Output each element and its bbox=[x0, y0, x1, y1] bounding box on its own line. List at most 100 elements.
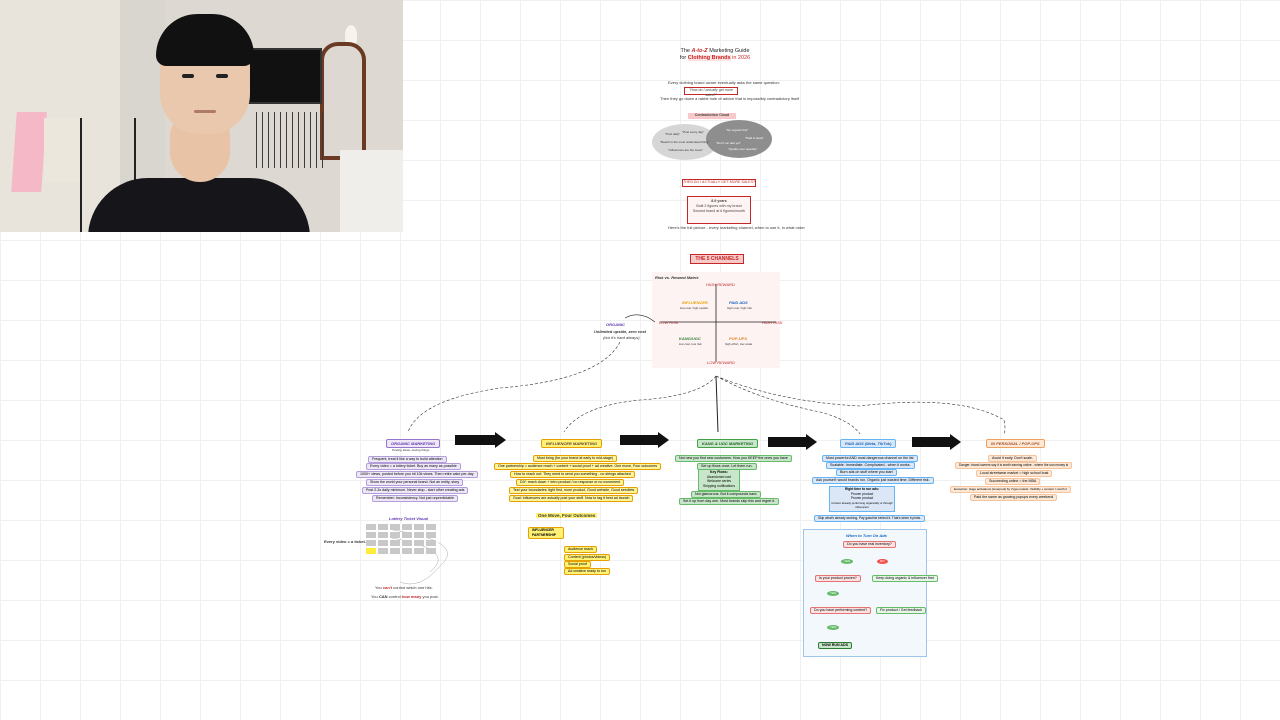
popup-item: Avoid it early. Don't scale. bbox=[988, 455, 1037, 462]
so-what-box: THEN DO I ACTUALLY GET MORE SALES? bbox=[682, 179, 756, 187]
influencer-item: DIY: reach down + intro product / no res… bbox=[516, 479, 625, 486]
organic-callout-note: (but it's hard always) bbox=[603, 335, 640, 340]
paid-right-time-title: Right time to run ads: bbox=[844, 487, 880, 491]
matrix-kang: KANG/UGC bbox=[679, 336, 701, 341]
flow-yes: YES bbox=[841, 559, 854, 564]
webcam-video bbox=[0, 0, 403, 232]
matrix-left-label: LOW RISK bbox=[659, 320, 679, 325]
metal-shelf bbox=[80, 118, 136, 232]
cloud-quote: "No organic first" bbox=[726, 128, 749, 132]
kang-key-flows-title: Key Flows: bbox=[710, 470, 728, 474]
popup-item: Exception: Huge activations (Liverpool) … bbox=[950, 486, 1071, 493]
cloud-quote: "Paid is dead" bbox=[745, 136, 764, 140]
cloud-quote: "Reach is the most underrated thing" bbox=[660, 140, 709, 144]
lottery-title: Lottery Ticket Visual bbox=[389, 516, 428, 521]
mirror-frame bbox=[320, 42, 366, 160]
flow-no-branch2: Fix product / Get feedback bbox=[876, 607, 927, 614]
kang-flow: Welcome series bbox=[706, 479, 732, 483]
matrix-bottom-label: LOW REWARD bbox=[707, 360, 735, 365]
phase-organic[interactable]: ORGANIC MARKETING bbox=[386, 439, 441, 448]
cloud-quote: "Don't run ads yet" bbox=[716, 141, 741, 145]
flow-no-branch1: Keep doing organic & influencer first bbox=[872, 575, 938, 582]
organic-item: Frequent, treat it like a way to build a… bbox=[368, 456, 447, 463]
outcomes-title: One Move, Four Outcomes bbox=[536, 513, 598, 518]
bed bbox=[340, 150, 403, 232]
organic-callout: ORGANIC bbox=[606, 322, 625, 327]
influencer-item: Test your boundaries: tight first, more … bbox=[509, 487, 639, 494]
flow-q2: Is your product proven? bbox=[815, 575, 861, 582]
paid-right-time: Right time to run ads: Proven product Pr… bbox=[829, 486, 895, 512]
matrix-influencer: INFLUENCER bbox=[682, 300, 708, 305]
kang-flow: Shipping notifications bbox=[702, 483, 736, 488]
credential-line: Second brand at 6 figures/month bbox=[692, 209, 746, 213]
person-torso bbox=[88, 178, 310, 232]
lamp-icon bbox=[345, 25, 357, 45]
influencer-item: How to reach out: They need to send you … bbox=[510, 471, 635, 478]
paid-item: Most powerful AND most dangerous channel… bbox=[822, 455, 918, 462]
pink-bag bbox=[11, 112, 47, 192]
organic-item: Post 2-3x daily minimum. Never stop - st… bbox=[362, 487, 469, 494]
credential-line: Built 2 figures with my brand bbox=[696, 204, 742, 208]
person-eye bbox=[182, 74, 194, 78]
ads-flowchart bbox=[803, 529, 927, 657]
popup-item: Succeeding online = the MBA bbox=[985, 478, 1041, 485]
pet-pen bbox=[256, 112, 326, 168]
followup-text: Then they go down a rabbit hole of advic… bbox=[660, 96, 800, 101]
matrix-popups: POP-UPS bbox=[729, 336, 748, 341]
flow-q1: Do you have real inventory? bbox=[843, 541, 896, 548]
influencer-item: Must bring (for your brand at early to m… bbox=[533, 455, 618, 462]
flow-yes: YES bbox=[827, 591, 840, 596]
person-mouth bbox=[194, 110, 216, 113]
phase-paid[interactable]: PAID ADS (Meta, TikTok) bbox=[840, 439, 897, 448]
matrix-popups-sub: high effort, low scale bbox=[725, 342, 753, 346]
credentials-box: 8-9 years Built 2 figures with my brand … bbox=[687, 196, 751, 224]
popup-item: Paid the same as growing popups every we… bbox=[970, 494, 1058, 501]
person-hair bbox=[156, 14, 254, 66]
flowchart-title: When to Turn On Ads bbox=[846, 533, 887, 538]
organic-item: Remember: Inconsistency. Not just unpred… bbox=[372, 495, 459, 502]
matrix-kang-sub: low cost, low risk bbox=[679, 342, 702, 346]
flow-yes: YES bbox=[827, 625, 840, 630]
popup-item: Local streetwear market = high school bu… bbox=[976, 470, 1053, 477]
organic-callout-sub: Unlimited upside, zero cost bbox=[594, 329, 647, 334]
paid-condition: Proven product bbox=[850, 491, 874, 496]
outcome-item: Content (photos/videos) bbox=[564, 554, 611, 561]
kang-item: Not glamorous. But it compounds hard. bbox=[691, 491, 762, 498]
shopping-bag bbox=[44, 118, 80, 182]
matrix-influencer-sub: low-cost, high upside bbox=[680, 306, 709, 310]
paid-item: Burn ads on stuff where you start bbox=[836, 469, 897, 476]
credential-line: 8-9 years bbox=[711, 199, 727, 203]
matrix-paid-sub: high cost, high risk bbox=[727, 306, 752, 310]
paid-item: Skip what's already working. Pay gasolin… bbox=[814, 515, 926, 522]
organic-item: Show the world your personal brand. Not … bbox=[366, 479, 464, 486]
matrix-paid: PAID ADS bbox=[729, 300, 748, 305]
intro-text: Every clothing brand owner eventually as… bbox=[668, 80, 780, 85]
outcome-item: Audience reach bbox=[564, 546, 597, 553]
organic-item: 1000+ views, posted before you hit 10k v… bbox=[356, 471, 478, 478]
cloud-quote: "Influencers are the move" bbox=[668, 148, 704, 152]
outcome-item: Ad creative ready to run bbox=[564, 568, 611, 575]
flow-go: NOW RUN ADS bbox=[818, 642, 853, 649]
flow-no: NO bbox=[877, 559, 888, 564]
cloud-quote: "Post daily" bbox=[665, 132, 681, 136]
phase-influencer[interactable]: INFLUENCER MARKETING bbox=[541, 439, 603, 448]
kang-item: Not new you find new customers. How you … bbox=[675, 455, 792, 462]
cloud-quote: "Post every day" bbox=[682, 130, 704, 134]
lottery-can: You CAN control how many you post. bbox=[371, 594, 439, 599]
popup-item: Danger: brand owners say it is worth ear… bbox=[955, 462, 1073, 469]
phase-popups[interactable]: IN PERSONAL / POP-UPS bbox=[986, 439, 1045, 448]
phase-kang[interactable]: KANG & UGC MARKETING bbox=[697, 439, 759, 448]
cloud-quote: "Quality over quantity" bbox=[728, 147, 758, 151]
kang-key-flows: Key Flows: Abandoned cart Welcome series… bbox=[698, 469, 740, 491]
influencer-item: One partnership = audience reach + conte… bbox=[494, 463, 662, 470]
lottery-cant: You can't control which one hits. bbox=[375, 585, 433, 590]
outcome-item: Social proof bbox=[564, 561, 591, 568]
matrix-title: Risk vs. Reward Matrix bbox=[655, 275, 699, 280]
contradiction-cloud-right bbox=[706, 120, 772, 158]
question-box: "How do I actually get more sales?" bbox=[684, 87, 738, 97]
map-note: Here's the full picture - every marketin… bbox=[668, 225, 805, 230]
lottery-tickets bbox=[366, 524, 438, 562]
paid-condition: Proven product bbox=[850, 496, 874, 500]
paid-item: Ask yourself: would brands run, Organic … bbox=[812, 477, 934, 484]
